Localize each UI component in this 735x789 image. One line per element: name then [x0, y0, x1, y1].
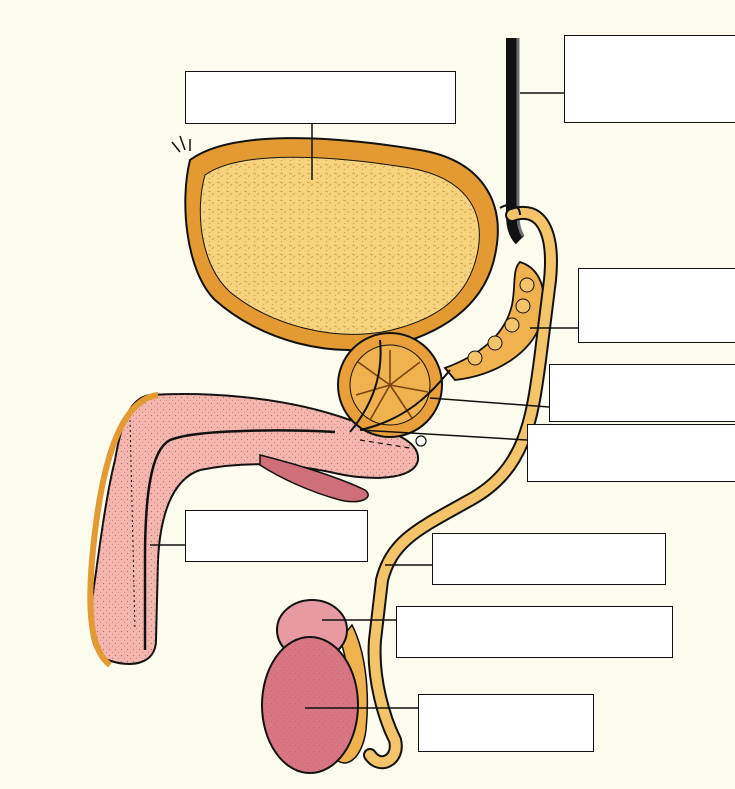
label-box-urethra[interactable]: [185, 510, 368, 562]
label-box-prostate[interactable]: [549, 364, 735, 422]
urinary-bladder: [172, 136, 498, 350]
prostate-gland: [338, 333, 442, 437]
label-box-ejaculatory-duct[interactable]: [527, 424, 735, 482]
label-box-ureter[interactable]: [564, 35, 735, 123]
label-box-seminal-vesicle[interactable]: [578, 268, 735, 343]
testis: [262, 637, 358, 773]
label-box-vas-deferens[interactable]: [432, 533, 666, 585]
label-box-epididymis[interactable]: [396, 606, 673, 658]
label-box-testis[interactable]: [418, 694, 594, 752]
label-box-bladder[interactable]: [185, 71, 456, 124]
